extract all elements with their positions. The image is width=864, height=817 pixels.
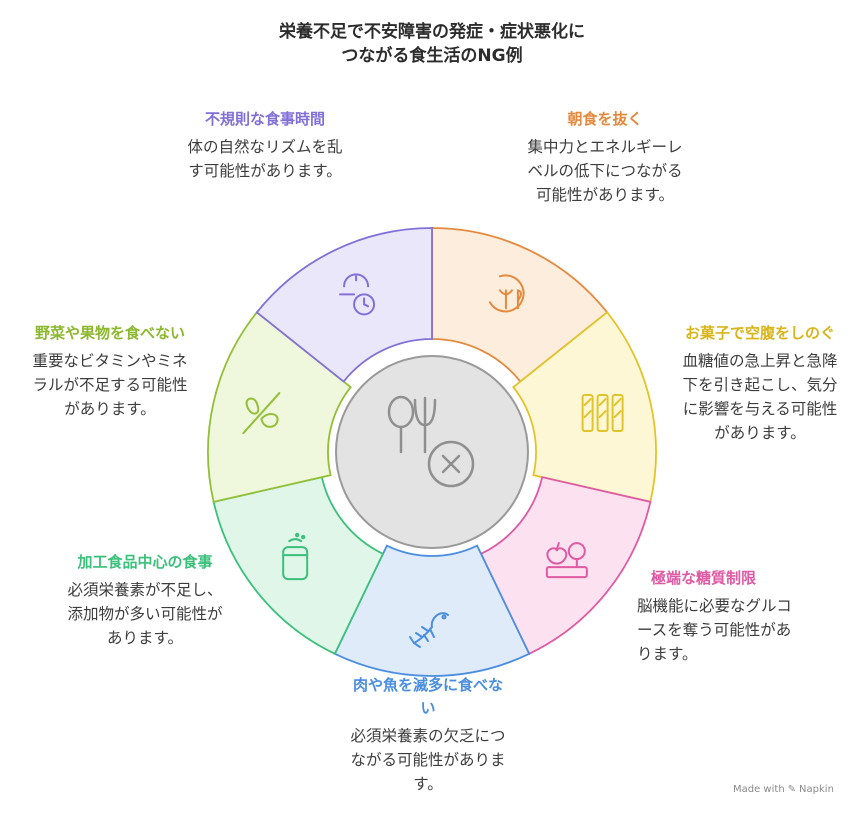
snack-bars-icon bbox=[581, 394, 624, 433]
wheel-segment bbox=[479, 476, 652, 656]
label-title: お菓子で空腹をしのぐ bbox=[684, 324, 835, 342]
label-description: 脳機能に必要なグルコースを奪う可能性があります。 bbox=[637, 597, 792, 663]
crossed-vegetable-icon bbox=[242, 392, 281, 435]
wheel-segment bbox=[512, 311, 657, 503]
credit-text: Made with bbox=[733, 784, 785, 795]
fish-bone-icon bbox=[409, 612, 449, 648]
label-description: 重要なビタミンやミネラルが不足する可能性があります。 bbox=[32, 352, 188, 418]
title-line-2: つながる食生活のNG例 bbox=[341, 46, 523, 66]
label-description: 必須栄養素が不足し、添加物が多い可能性があります。 bbox=[67, 581, 223, 647]
label-snacks: お菓子で空腹をしのぐ 血糖値の急上昇と急降下を引き起こし、気分に影響を与える可能… bbox=[662, 322, 858, 445]
wheel-segment bbox=[255, 227, 433, 383]
label-title: 朝食を抜く bbox=[567, 110, 643, 128]
canned-food-icon bbox=[282, 532, 309, 581]
label-title: 極端な糖質制限 bbox=[651, 569, 757, 587]
label-meat-fish: 肉や魚を滅多に食べない 必須栄養素の欠乏につながる可能性があります。 bbox=[340, 674, 516, 796]
label-description: 必須栄養素の欠乏につながる可能性があります。 bbox=[350, 727, 506, 793]
diagram-title: 栄養不足で不安障害の発症・症状悪化に つながる食生活のNG例 bbox=[232, 20, 632, 68]
napkin-logo-icon: ✎ bbox=[787, 784, 797, 795]
credit-brand: Napkin bbox=[799, 784, 834, 795]
label-title: 不規則な食事時間 bbox=[204, 110, 325, 128]
label-title: 加工食品中心の食事 bbox=[77, 553, 213, 571]
clock-and-cutlery-icon bbox=[488, 274, 525, 313]
apple-scale-icon bbox=[545, 542, 588, 579]
no-cutlery-icon bbox=[387, 395, 475, 488]
clock-icon bbox=[339, 273, 376, 316]
label-vegetables: 野菜や果物を食べない 重要なビタミンやミネラルが不足する可能性があります。 bbox=[18, 322, 202, 421]
wheel-segment bbox=[333, 544, 531, 677]
wheel-segment bbox=[212, 476, 385, 656]
label-breakfast: 朝食を抜く 集中力とエネルギーレベルの低下につながる可能性があります。 bbox=[500, 108, 710, 207]
label-processed-food: 加工食品中心の食事 必須栄養素が不足し、添加物が多い可能性があります。 bbox=[55, 551, 235, 650]
label-description: 集中力とエネルギーレベルの低下につながる可能性があります。 bbox=[527, 138, 683, 204]
label-description: 血糖値の急上昇と急降下を引き起こし、気分に影響を与える可能性があります。 bbox=[682, 352, 838, 442]
made-with-napkin-credit: Made with✎Napkin bbox=[733, 784, 834, 795]
label-low-carb: 極端な糖質制限 脳機能に必要なグルコースを奪う可能性があります。 bbox=[637, 567, 817, 666]
label-irregular-meals: 不規則な食事時間 体の自然なリズムを乱す可能性があります。 bbox=[170, 108, 360, 183]
center-hub bbox=[335, 355, 529, 549]
title-line-1: 栄養不足で不安障害の発症・症状悪化に bbox=[279, 22, 585, 42]
label-title: 野菜や果物を食べない bbox=[34, 324, 185, 342]
label-description: 体の自然なリズムを乱す可能性があります。 bbox=[187, 138, 343, 180]
label-title: 肉や魚を滅多に食べない bbox=[352, 676, 503, 717]
